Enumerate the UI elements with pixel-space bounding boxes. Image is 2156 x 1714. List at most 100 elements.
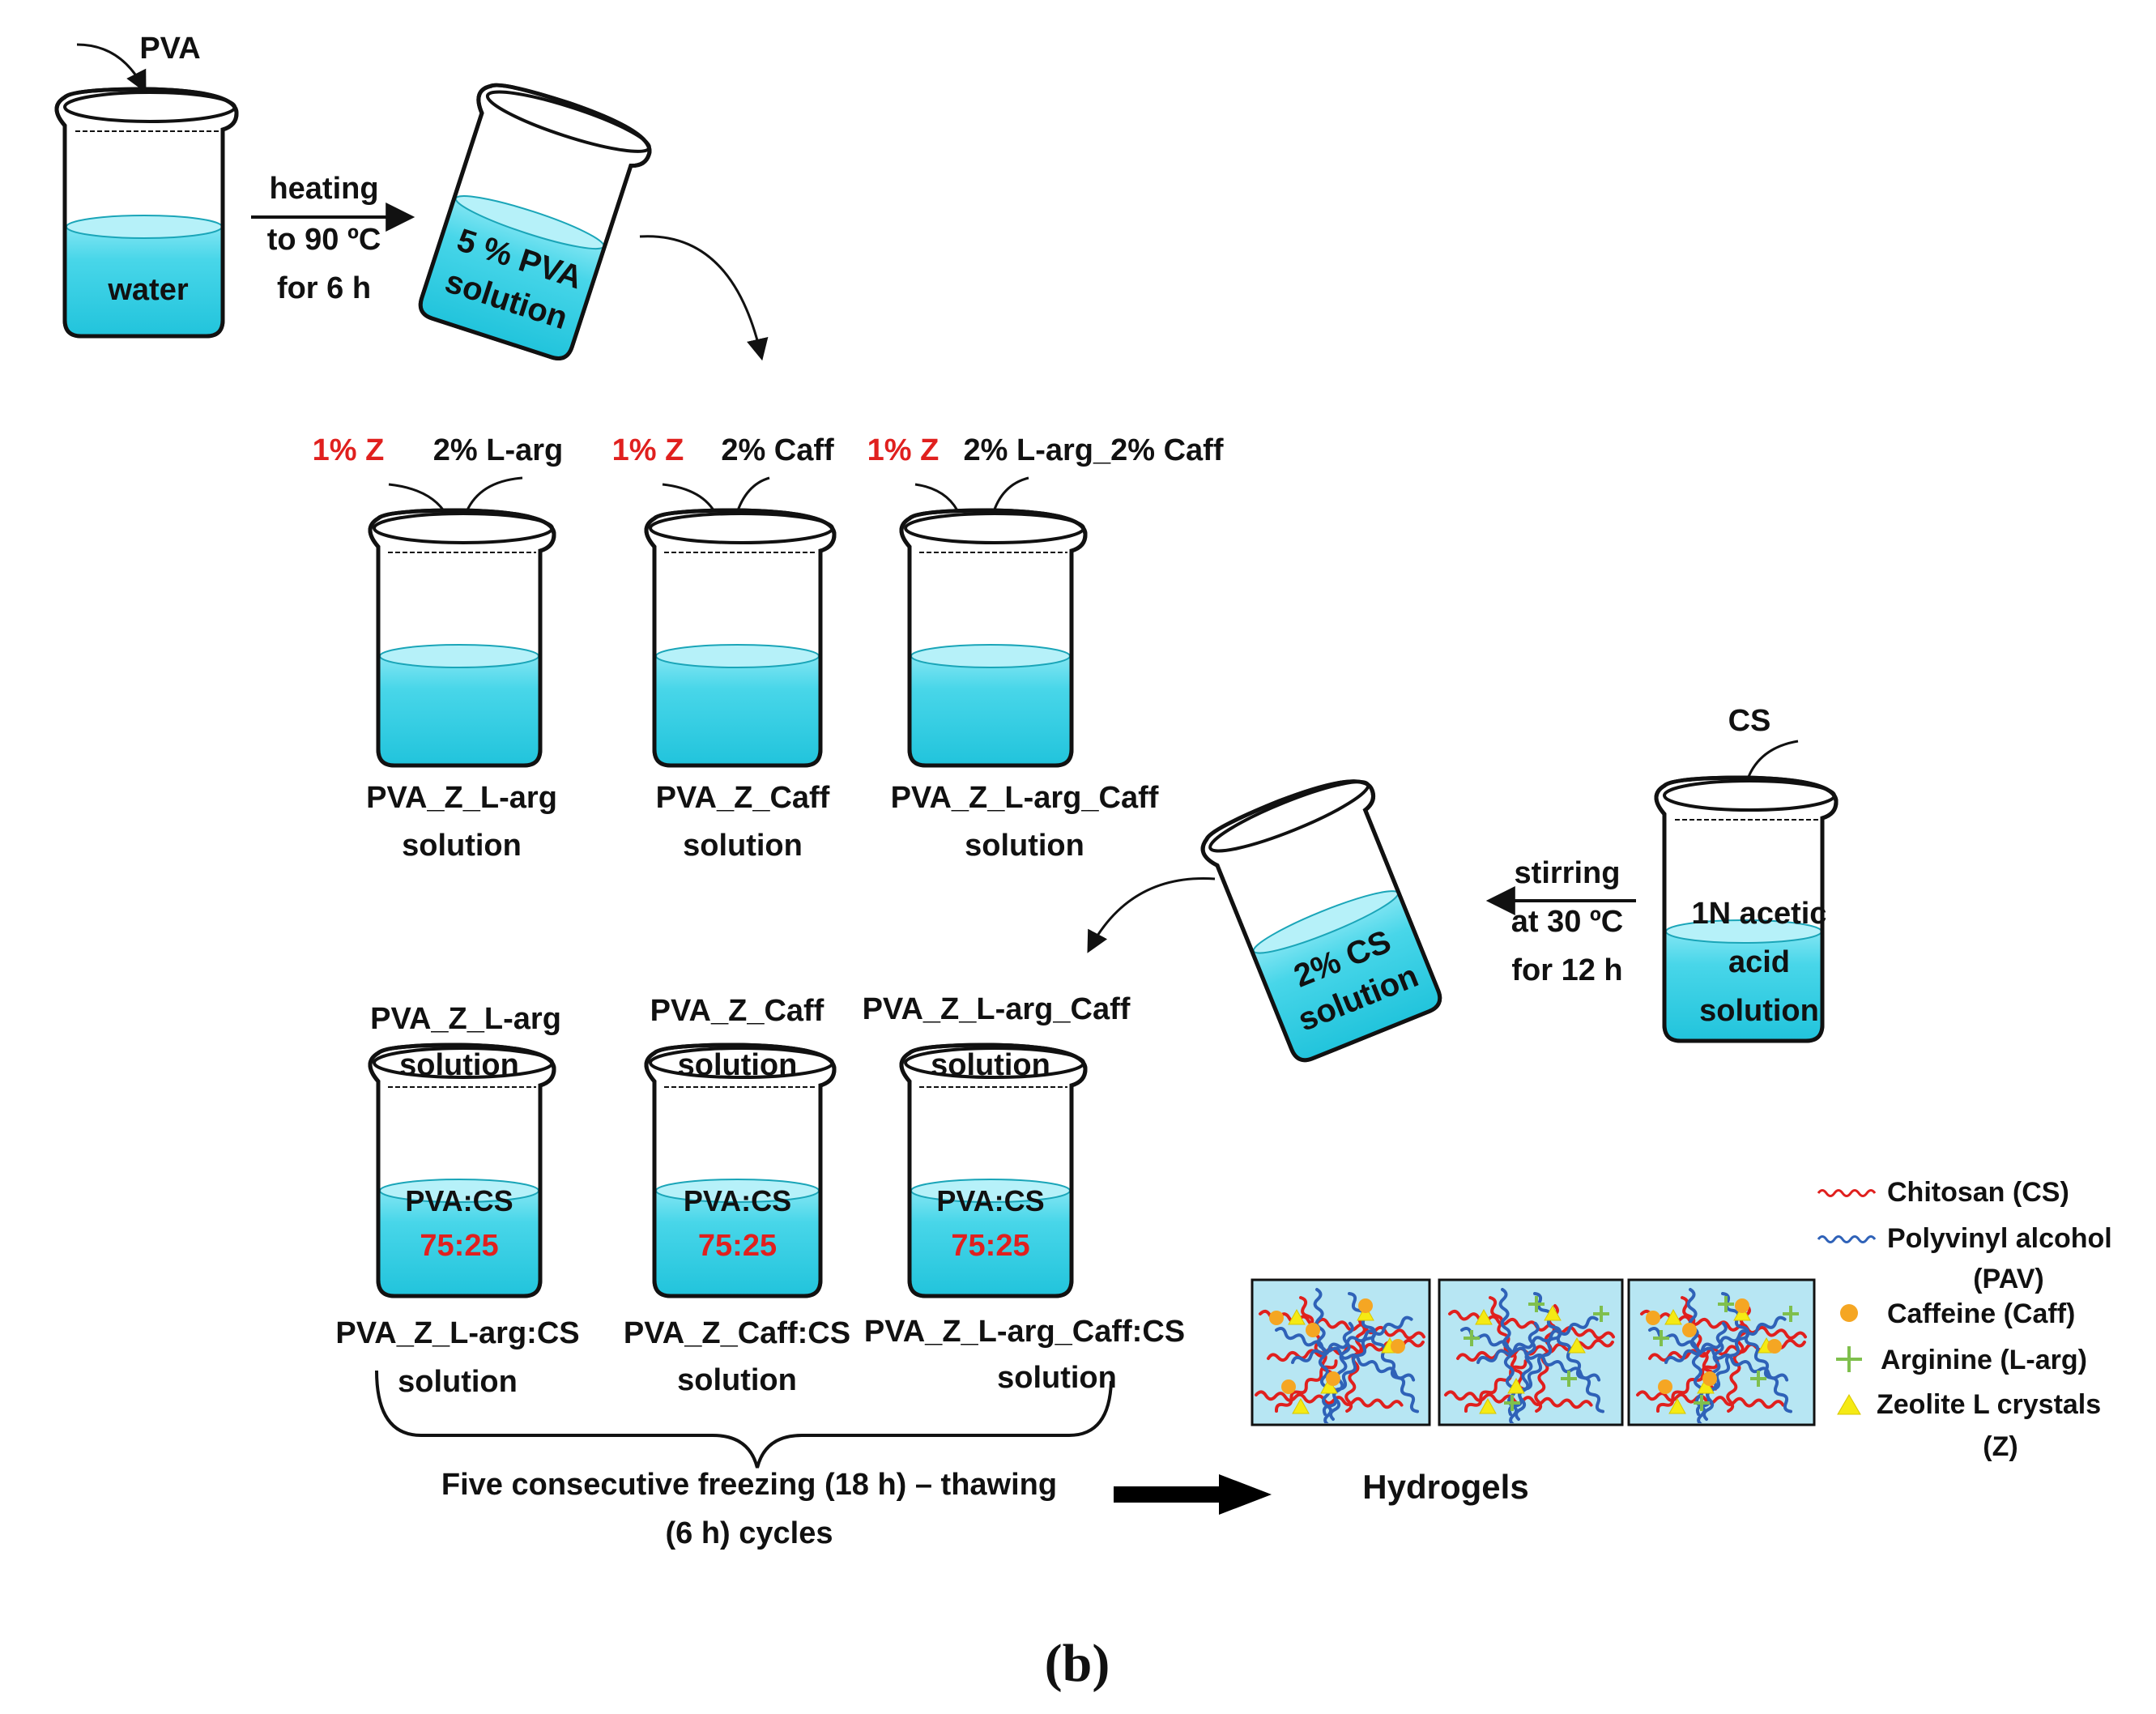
blue-wave-icon — [1817, 1235, 1877, 1243]
acetic-line2: acid — [1728, 945, 1790, 979]
hydrogels-label: Hydrogels — [1362, 1468, 1528, 1506]
zeolite-crystal — [1544, 1304, 1562, 1321]
arginine-particle — [1528, 1296, 1545, 1312]
legend-label-zeolite-2: (Z) — [1983, 1431, 2018, 1462]
legend-label-caffeine: Caffeine (Caff) — [1887, 1298, 2075, 1329]
additive-label: 2% L-arg — [433, 433, 563, 467]
heating-line1: heating — [269, 172, 378, 206]
solution-label-3: PVA_Z_L-arg_Caff solution — [891, 781, 1159, 863]
caffeine-particle — [1682, 1323, 1697, 1337]
hydrogel-network-2 — [1444, 1288, 1616, 1423]
legend-label-arginine: Arginine (L-arg) — [1881, 1345, 2087, 1375]
svg-text:PVA_Z_L-arg_Caff: PVA_Z_L-arg_Caff — [891, 781, 1159, 815]
stirring-line1: stirring — [1515, 856, 1621, 890]
acetic-line3: solution — [1699, 994, 1819, 1028]
additive-label: 2% L-arg_2% Caff — [964, 433, 1224, 467]
cycles-line2: (6 h) cycles — [666, 1516, 833, 1550]
solution-label-1: PVA_Z_L-arg solution — [366, 781, 557, 863]
caffeine-particle — [1391, 1339, 1405, 1354]
red-wave-icon — [1817, 1189, 1877, 1197]
blend-beakers: PVA:CS75:25solutionPVA:CS75:25solutionPV… — [368, 1042, 1088, 1298]
zeolite-amount-label: 1% Z — [313, 433, 385, 467]
ratio-label: PVA:CS — [684, 1184, 791, 1217]
arginine-particle — [1783, 1306, 1799, 1322]
grouping-brace — [375, 1370, 1113, 1469]
additive-beaker-1 — [368, 508, 556, 768]
arginine-particle — [1694, 1395, 1710, 1411]
caffeine-particle — [1702, 1371, 1717, 1386]
to-hydrogels-arrow — [1114, 1474, 1272, 1515]
cs-solution-beaker: 2% CS solution — [1200, 779, 1442, 1063]
heating-line2: to 90 ºC — [267, 223, 381, 257]
caffeine-particle — [1269, 1311, 1284, 1325]
pva-solution-beaker: 5 % PVA solution — [418, 83, 652, 361]
stirring-line3: for 12 h — [1511, 953, 1622, 987]
cs-label: CS — [1728, 704, 1771, 738]
blend-solution-label: solution — [678, 1048, 798, 1082]
ratio-value: 75:25 — [420, 1229, 498, 1263]
ratio-label: PVA:CS — [936, 1184, 1044, 1217]
pva-label: PVA — [139, 32, 200, 66]
zeolite-amount-label: 1% Z — [612, 433, 684, 467]
blend-label-1: PVA_Z_L-arg — [370, 1002, 561, 1036]
ratio-value: 75:25 — [698, 1229, 777, 1263]
yellow-triangle-icon — [1837, 1394, 1861, 1415]
svg-text:PVA_Z_L-arg:CS: PVA_Z_L-arg:CS — [335, 1316, 579, 1350]
zeolite-amount-label: 1% Z — [867, 433, 940, 467]
caffeine-particle — [1281, 1379, 1296, 1394]
zeolite-crystal — [1664, 1308, 1682, 1325]
hydrogel-networks — [1255, 1288, 1808, 1423]
caffeine-particle — [1646, 1311, 1660, 1325]
arginine-particle — [1653, 1330, 1669, 1346]
blend-beaker-2: PVA:CS 75:25 solution — [644, 1042, 837, 1298]
cycles-line1: Five consecutive freezing (18 h) – thawi… — [441, 1468, 1057, 1502]
arginine-particle — [1561, 1371, 1577, 1387]
arginine-particle — [1593, 1306, 1609, 1322]
pva-addition-arrow — [76, 43, 147, 93]
legend-label-pva-2: (PAV) — [1973, 1264, 2044, 1294]
caffeine-particle — [1767, 1339, 1782, 1354]
ratio-value: 75:25 — [951, 1229, 1029, 1263]
svg-text:solution: solution — [683, 829, 803, 863]
addition-group-2: 1% Z 2% Caff — [612, 433, 834, 533]
water-label: water — [107, 273, 188, 307]
legend-label-pva: Polyvinyl alcohol — [1887, 1223, 2112, 1254]
svg-text:PVA_Z_Caff: PVA_Z_Caff — [656, 781, 830, 815]
mixture-label-3: PVA_Z_L-arg_Caff:CS solution — [864, 1315, 1185, 1395]
legend-label-zeolite: Zeolite L crystals — [1877, 1389, 2101, 1420]
svg-text:solution: solution — [402, 829, 522, 863]
svg-text:PVA_Z_L-arg: PVA_Z_L-arg — [370, 1002, 561, 1036]
stirring-line2: at 30 ºC — [1511, 905, 1624, 939]
acetic-line1: 1N acetic — [1692, 897, 1827, 931]
zeolite-crystal — [1475, 1308, 1493, 1325]
svg-text:PVA_Z_L-arg: PVA_Z_L-arg — [366, 781, 557, 815]
arginine-particle — [1464, 1330, 1480, 1346]
zeolite-crystal — [1292, 1397, 1310, 1414]
svg-text:PVA_Z_L-arg_Caff: PVA_Z_L-arg_Caff — [863, 992, 1131, 1026]
zeolite-crystal — [1288, 1308, 1306, 1325]
arginine-particle — [1750, 1371, 1766, 1387]
additive-beaker-3 — [899, 508, 1088, 768]
heating-line3: for 6 h — [277, 271, 371, 305]
caffeine-particle — [1358, 1298, 1373, 1313]
ratio-label: PVA:CS — [405, 1184, 513, 1217]
svg-text:PVA_Z_Caff:CS: PVA_Z_Caff:CS — [624, 1316, 850, 1350]
svg-text:PVA_Z_L-arg_Caff:CS: PVA_Z_L-arg_Caff:CS — [864, 1315, 1185, 1349]
orange-dot-icon — [1840, 1304, 1858, 1322]
blend-label-2: PVA_Z_Caff — [650, 994, 824, 1028]
hydrogel-network-3 — [1636, 1288, 1808, 1423]
svg-text:solution: solution — [997, 1361, 1117, 1395]
legend: Chitosan (CS) Polyvinyl alcohol (PAV) Ca… — [1817, 1177, 2112, 1462]
pva-to-additions-arrow — [639, 235, 769, 361]
svg-text:PVA_Z_Caff: PVA_Z_Caff — [650, 994, 824, 1028]
arginine-particle — [1504, 1395, 1520, 1411]
cs-to-blends-arrow — [1087, 877, 1216, 953]
caffeine-particle — [1735, 1298, 1749, 1313]
acetic-acid-beaker — [1654, 775, 1839, 1043]
additive-label: 2% Caff — [721, 433, 834, 467]
caffeine-particle — [1658, 1379, 1672, 1394]
green-cross-icon — [1836, 1346, 1862, 1372]
figure-label: (b) — [1045, 1634, 1110, 1693]
